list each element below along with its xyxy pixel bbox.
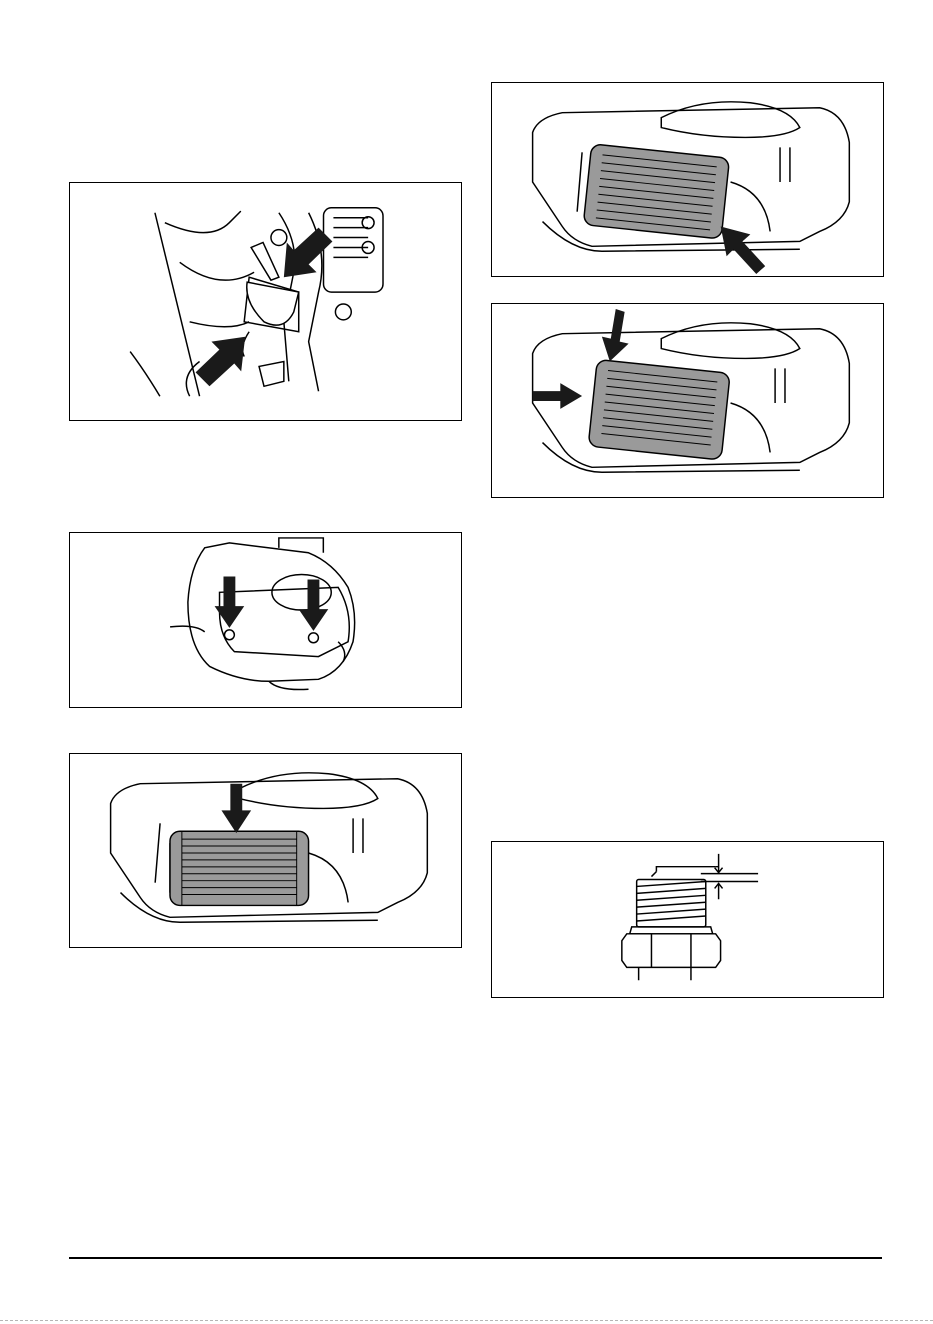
spark-plug-illustration — [492, 842, 883, 997]
footer-rule — [69, 1257, 882, 1259]
page-edge-dashed-line — [0, 1320, 933, 1321]
fuel-filter-illustration — [70, 183, 461, 420]
figure-air-cover-screws — [69, 532, 462, 708]
figure-air-filter-top — [69, 753, 462, 948]
figure-fuel-filter — [69, 182, 462, 421]
figure-air-filter-install — [491, 303, 884, 498]
air-cleaner-cover-illustration — [70, 533, 461, 707]
figure-spark-plug-gap — [491, 841, 884, 998]
air-filter-remove-illustration — [492, 83, 883, 276]
air-filter-install-illustration — [492, 304, 883, 497]
air-filter-press-illustration — [70, 754, 461, 947]
figure-air-filter-remove — [491, 82, 884, 277]
